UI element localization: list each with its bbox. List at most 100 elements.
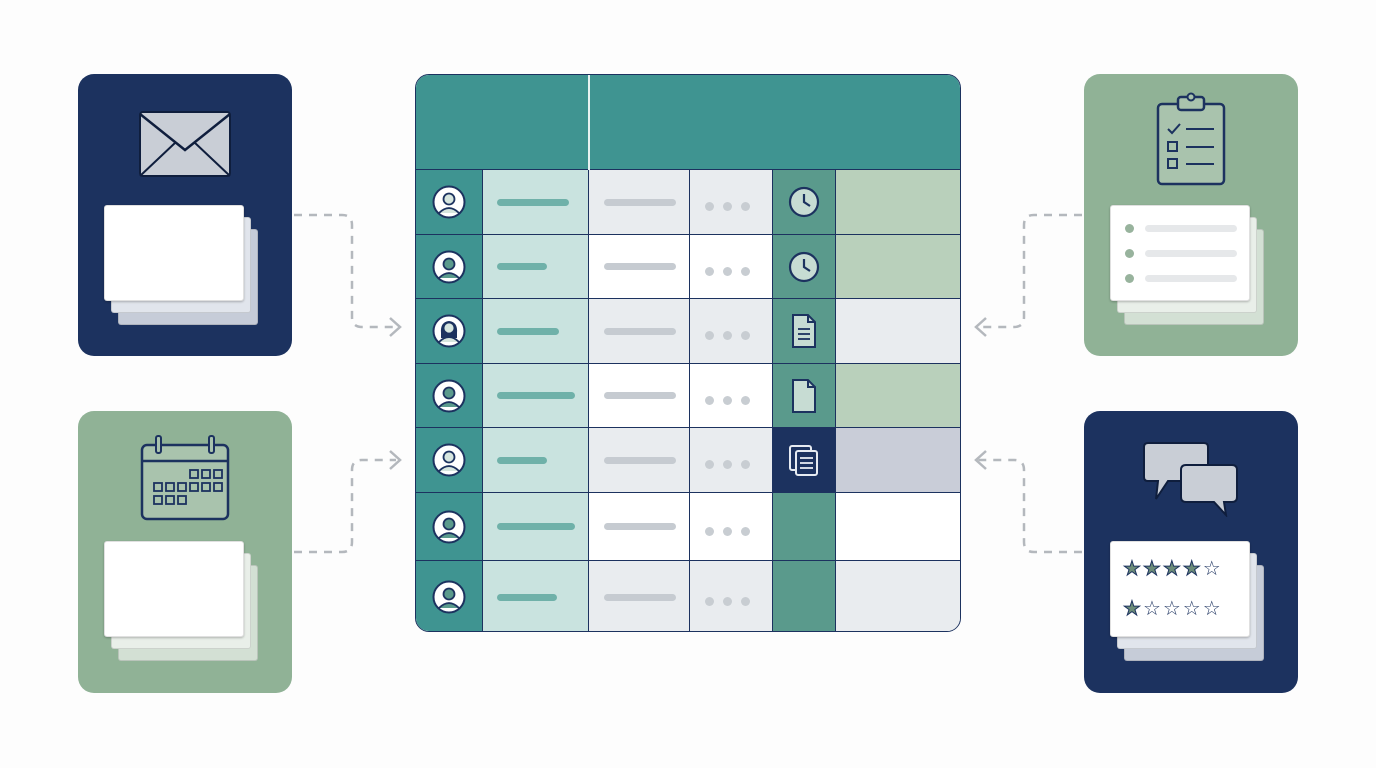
email-document-stack <box>104 205 258 325</box>
cell-detail <box>589 170 690 234</box>
table-row <box>416 561 960 631</box>
cell-detail <box>589 561 690 631</box>
cell-category <box>836 561 960 631</box>
ellipsis-icon <box>705 263 759 281</box>
cell-status <box>773 170 836 234</box>
ellipsis-icon <box>705 327 759 345</box>
clock-icon <box>788 251 820 282</box>
calendar-icon <box>140 435 230 521</box>
ellipsis-icon <box>705 456 759 474</box>
cell-more <box>690 428 773 492</box>
connector-email-to-table <box>294 213 402 337</box>
cell-category <box>836 364 960 427</box>
cell-person <box>416 235 483 298</box>
document-lines-icon <box>792 314 816 348</box>
table-row <box>416 428 960 493</box>
rating-one-star: ★☆☆☆☆ <box>1123 598 1223 621</box>
cell-name <box>483 170 589 234</box>
avatar-person-icon <box>432 580 466 614</box>
calendar-source-card <box>78 411 292 693</box>
cell-detail <box>589 493 690 560</box>
cell-category <box>836 235 960 298</box>
cell-name <box>483 299 589 363</box>
ellipsis-icon <box>705 198 759 216</box>
cell-person <box>416 364 483 427</box>
text-placeholder-bar <box>604 327 676 335</box>
text-placeholder-bar <box>497 327 559 335</box>
cell-more <box>690 561 773 631</box>
ellipsis-icon <box>705 593 759 611</box>
text-placeholder-bar <box>497 263 547 270</box>
document-icon <box>792 378 816 413</box>
cell-person <box>416 561 483 631</box>
cell-more <box>690 170 773 234</box>
cell-category <box>836 493 960 560</box>
cell-more <box>690 235 773 298</box>
cell-more <box>690 364 773 427</box>
table-row <box>416 364 960 428</box>
checklist-source-card <box>1084 74 1298 356</box>
cell-name <box>483 428 589 492</box>
cell-more <box>690 299 773 363</box>
cell-person <box>416 493 483 560</box>
reviews-document-stack: ★★★★☆ ★☆☆☆☆ <box>1110 541 1264 661</box>
documents-stack-icon <box>789 445 818 476</box>
ellipsis-icon <box>705 392 759 410</box>
text-placeholder-bar <box>497 593 557 601</box>
table-row <box>416 299 960 364</box>
cell-person <box>416 299 483 363</box>
avatar-man-icon <box>432 443 466 477</box>
clipboard-checklist-icon <box>1156 92 1226 186</box>
text-placeholder-bar <box>604 263 676 270</box>
table-header <box>416 75 960 170</box>
table-row <box>416 493 960 561</box>
rating-four-stars: ★★★★☆ <box>1123 558 1223 581</box>
text-placeholder-bar <box>497 523 575 530</box>
central-data-table <box>415 74 961 632</box>
cell-status <box>773 364 836 427</box>
cell-detail <box>589 235 690 298</box>
cell-name <box>483 493 589 560</box>
ellipsis-icon <box>705 523 759 541</box>
text-placeholder-bar <box>497 392 575 399</box>
connector-reviews-to-table <box>974 450 1082 554</box>
checklist-document-stack <box>1110 205 1264 325</box>
cell-name <box>483 561 589 631</box>
table-row <box>416 170 960 235</box>
connector-checklist-to-table <box>974 213 1082 337</box>
text-placeholder-bar <box>604 392 676 399</box>
text-placeholder-bar <box>604 523 676 530</box>
text-placeholder-bar <box>497 198 569 206</box>
reviews-source-card: ★★★★☆ ★☆☆☆☆ <box>1084 411 1298 693</box>
cell-person <box>416 170 483 234</box>
avatar-person-icon <box>432 510 466 543</box>
avatar-person-icon <box>432 379 466 412</box>
cell-detail <box>589 299 690 363</box>
cell-category <box>836 299 960 363</box>
table-row <box>416 235 960 299</box>
text-placeholder-bar <box>604 456 676 464</box>
envelope-icon <box>139 111 231 177</box>
cell-detail <box>589 364 690 427</box>
chat-bubbles-icon <box>1143 442 1238 517</box>
text-placeholder-bar <box>604 198 676 206</box>
email-source-card <box>78 74 292 356</box>
cell-detail <box>589 428 690 492</box>
cell-status <box>773 493 836 560</box>
cell-person <box>416 428 483 492</box>
cell-more <box>690 493 773 560</box>
cell-name <box>483 235 589 298</box>
avatar-woman-icon <box>432 314 466 348</box>
clock-icon <box>788 186 820 218</box>
cell-name <box>483 364 589 427</box>
cell-category <box>836 428 960 492</box>
calendar-document-stack <box>104 541 258 661</box>
cell-status <box>773 299 836 363</box>
text-placeholder-bar <box>604 593 676 601</box>
cell-status <box>773 428 836 492</box>
connector-calendar-to-table <box>294 450 402 554</box>
cell-category <box>836 170 960 234</box>
avatar-person-icon <box>432 250 466 283</box>
cell-status <box>773 235 836 298</box>
cell-status <box>773 561 836 631</box>
